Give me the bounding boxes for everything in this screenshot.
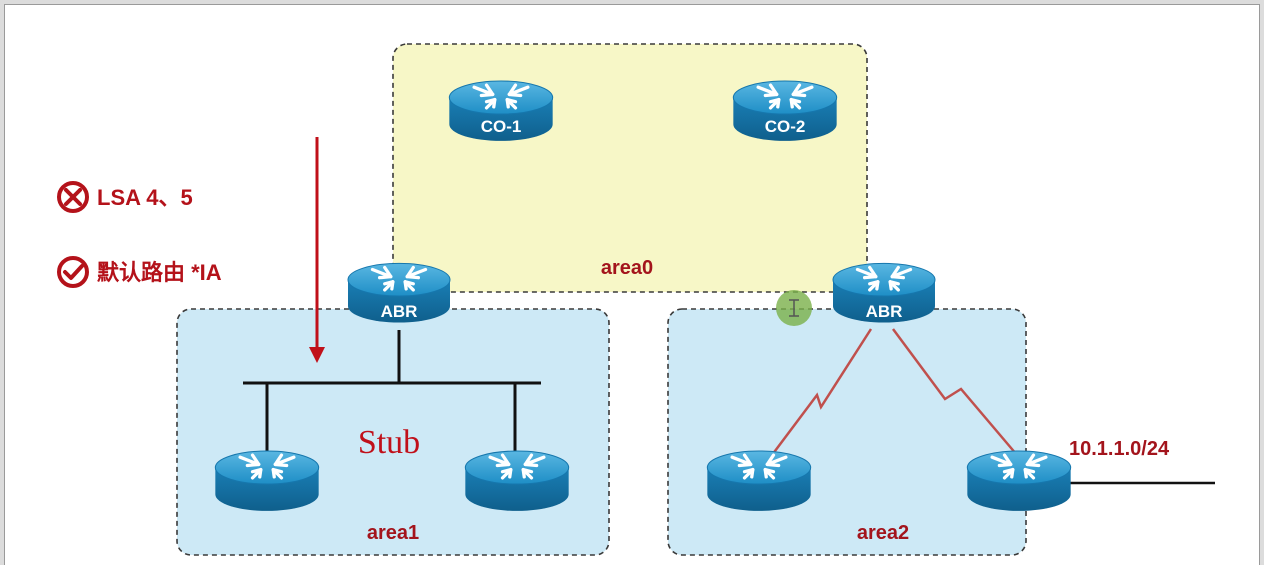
router-abr-right[interactable]: ABR — [831, 261, 937, 325]
legend-allowed-text: 默认路由 *IA — [97, 260, 222, 285]
router-area1-left[interactable] — [213, 449, 321, 513]
area2-label: area2 — [857, 522, 909, 544]
router-co1[interactable]: CO-1 — [447, 79, 555, 143]
cursor-icon — [776, 290, 812, 326]
router-co1-label: CO-1 — [481, 117, 522, 136]
ethernet-segment — [243, 330, 541, 451]
serial-link-right — [891, 328, 1018, 456]
router-co2[interactable]: CO-2 — [731, 79, 839, 143]
area1-label: area1 — [367, 522, 419, 544]
slide: CO-1 CO-2 ABR ABR area0 area1 area2 Stub… — [4, 4, 1260, 565]
router-abr-left-label: ABR — [381, 302, 418, 321]
serial-link-left — [771, 328, 873, 456]
area2-region — [667, 308, 1027, 556]
router-area2-left[interactable] — [705, 449, 813, 513]
subnet-label: 10.1.1.0/24 — [1069, 438, 1170, 460]
legend-blocked-text: LSA 4、5 — [97, 185, 193, 210]
router-icon — [705, 449, 813, 513]
router-area1-right[interactable] — [463, 449, 571, 513]
router-area2-right[interactable] — [965, 449, 1073, 513]
router-abr-right-label: ABR — [866, 302, 903, 321]
stub-label: Stub — [358, 424, 420, 461]
check-circle-icon — [57, 256, 89, 288]
router-icon — [965, 449, 1073, 513]
router-icon — [463, 449, 571, 513]
area0-label: area0 — [601, 257, 653, 279]
down-arrow-icon — [309, 137, 325, 363]
ospf-stub-diagram: CO-1 CO-2 ABR ABR area0 area1 area2 Stub… — [57, 43, 1215, 556]
cross-circle-icon — [57, 181, 89, 213]
router-icon — [213, 449, 321, 513]
router-co2-label: CO-2 — [765, 117, 806, 136]
serial-links — [771, 328, 1018, 456]
router-abr-left[interactable]: ABR — [346, 261, 452, 325]
